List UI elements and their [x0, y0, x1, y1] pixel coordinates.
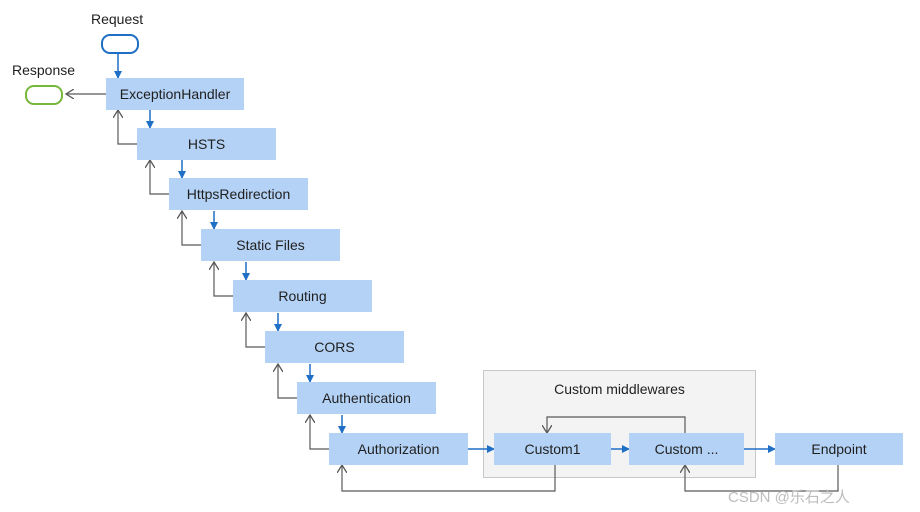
- middleware-static-files: Static Files: [201, 229, 340, 261]
- middleware-exception-handler: ExceptionHandler: [106, 78, 244, 110]
- middleware-custom-more: Custom ...: [629, 433, 744, 465]
- response-label: Response: [12, 62, 76, 78]
- request-label: Request: [91, 11, 144, 27]
- middleware-authorization: Authorization: [329, 433, 468, 465]
- response-terminal: [25, 85, 63, 105]
- middleware-cors: CORS: [265, 331, 404, 363]
- endpoint: Endpoint: [775, 433, 903, 465]
- middleware-authentication: Authentication: [297, 382, 436, 414]
- middleware-https-redirection: HttpsRedirection: [169, 178, 308, 210]
- middleware-custom1: Custom1: [494, 433, 611, 465]
- middleware-hsts: HSTS: [137, 128, 276, 160]
- middleware-routing: Routing: [233, 280, 372, 312]
- custom-middlewares-title: Custom middlewares: [554, 381, 685, 397]
- watermark: CSDN @乐石之人: [728, 489, 850, 506]
- request-terminal: [101, 34, 139, 54]
